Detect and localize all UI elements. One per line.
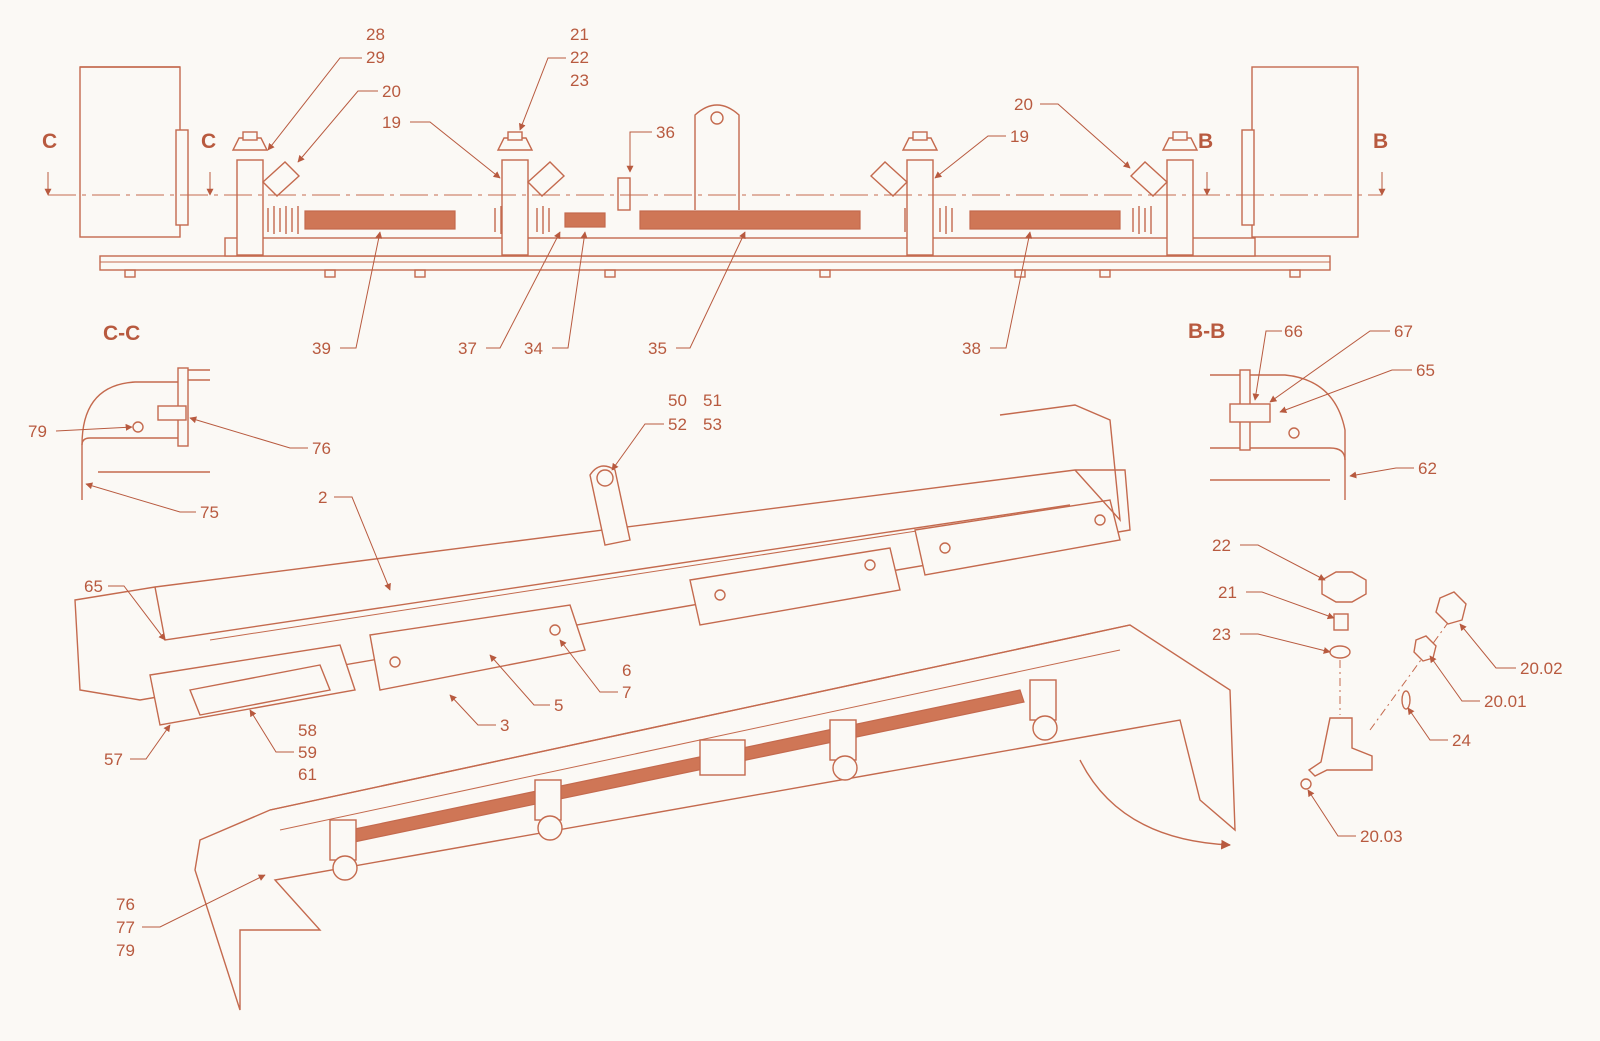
- callout-21: 21: [570, 25, 589, 44]
- centre-bracket: [694, 104, 740, 210]
- left-end-box: [79, 66, 181, 238]
- callout-75-cc: 75: [200, 503, 219, 522]
- callout-5: 5: [554, 696, 563, 715]
- callout-20-01: 20.01: [1484, 692, 1527, 711]
- pipe-34: [564, 212, 606, 228]
- top-elevation-view: C C B B 28 29 20 21 22 23 19 36 20 19 39…: [42, 25, 1388, 358]
- callout-51: 51: [703, 391, 722, 410]
- callout-79-iso: 79: [116, 941, 135, 960]
- section-b-b-title: B-B: [1188, 320, 1225, 343]
- callout-2: 2: [318, 488, 327, 507]
- callout-38: 38: [962, 339, 981, 358]
- callout-39: 39: [312, 339, 331, 358]
- callout-59: 59: [298, 743, 317, 762]
- callout-21-nozzle: 21: [1218, 583, 1237, 602]
- section-mark-c-left: C: [42, 130, 57, 153]
- callout-50: 50: [668, 391, 687, 410]
- callout-61: 61: [298, 765, 317, 784]
- callout-37: 37: [458, 339, 477, 358]
- callout-20-right: 20: [1014, 95, 1033, 114]
- callout-23-nozzle: 23: [1212, 625, 1231, 644]
- callout-29: 29: [366, 48, 385, 67]
- isometric-assembly: 50 51 52 53 2 65 6 7 5 3 58 59 61 57 76 …: [74, 391, 1236, 1011]
- section-c-c-title: C-C: [103, 322, 140, 345]
- callout-19-left: 19: [382, 113, 401, 132]
- callout-24: 24: [1452, 731, 1471, 750]
- callout-3: 3: [500, 716, 509, 735]
- callout-35: 35: [648, 339, 667, 358]
- callout-22-nozzle: 22: [1212, 536, 1231, 555]
- callout-66: 66: [1284, 322, 1303, 341]
- valve-assemblies: [231, 131, 1199, 256]
- callout-76-iso: 76: [116, 895, 135, 914]
- callout-7: 7: [622, 683, 631, 702]
- callout-67: 67: [1394, 322, 1413, 341]
- fitting-36: [617, 177, 631, 211]
- section-b-b: B-B 66 67 65 62: [1188, 320, 1437, 500]
- callout-65-iso: 65: [84, 577, 103, 596]
- nozzle-exploded-view: 22 21 23 20.02 20.01 24 20.03: [1212, 536, 1563, 846]
- section-c-c: C-C 79 76 75: [28, 322, 331, 522]
- callout-79-cc: 79: [28, 422, 47, 441]
- callout-58: 58: [298, 721, 317, 740]
- section-mark-c-right: C: [201, 130, 216, 153]
- callout-36: 36: [656, 123, 675, 142]
- callout-57: 57: [104, 750, 123, 769]
- right-end-box: [1251, 66, 1359, 238]
- section-mark-b-right: B: [1373, 130, 1388, 153]
- callout-20-left: 20: [382, 82, 401, 101]
- callout-6: 6: [622, 661, 631, 680]
- callout-20-03: 20.03: [1360, 827, 1403, 846]
- callout-65-bb: 65: [1416, 361, 1435, 380]
- base-plate: [99, 255, 1331, 271]
- pipe-38: [969, 210, 1121, 230]
- callout-19-right: 19: [1010, 127, 1029, 146]
- pipe-35: [639, 210, 861, 230]
- callout-22: 22: [570, 48, 589, 67]
- callout-52: 52: [668, 415, 687, 434]
- callout-76-cc: 76: [312, 439, 331, 458]
- section-mark-b-left: B: [1198, 130, 1213, 153]
- callout-34: 34: [524, 339, 543, 358]
- callout-77: 77: [116, 918, 135, 937]
- callout-20-02: 20.02: [1520, 659, 1563, 678]
- callout-53: 53: [703, 415, 722, 434]
- callout-23: 23: [570, 71, 589, 90]
- callout-28: 28: [366, 25, 385, 44]
- callout-62: 62: [1418, 459, 1437, 478]
- pipe-39: [304, 210, 456, 230]
